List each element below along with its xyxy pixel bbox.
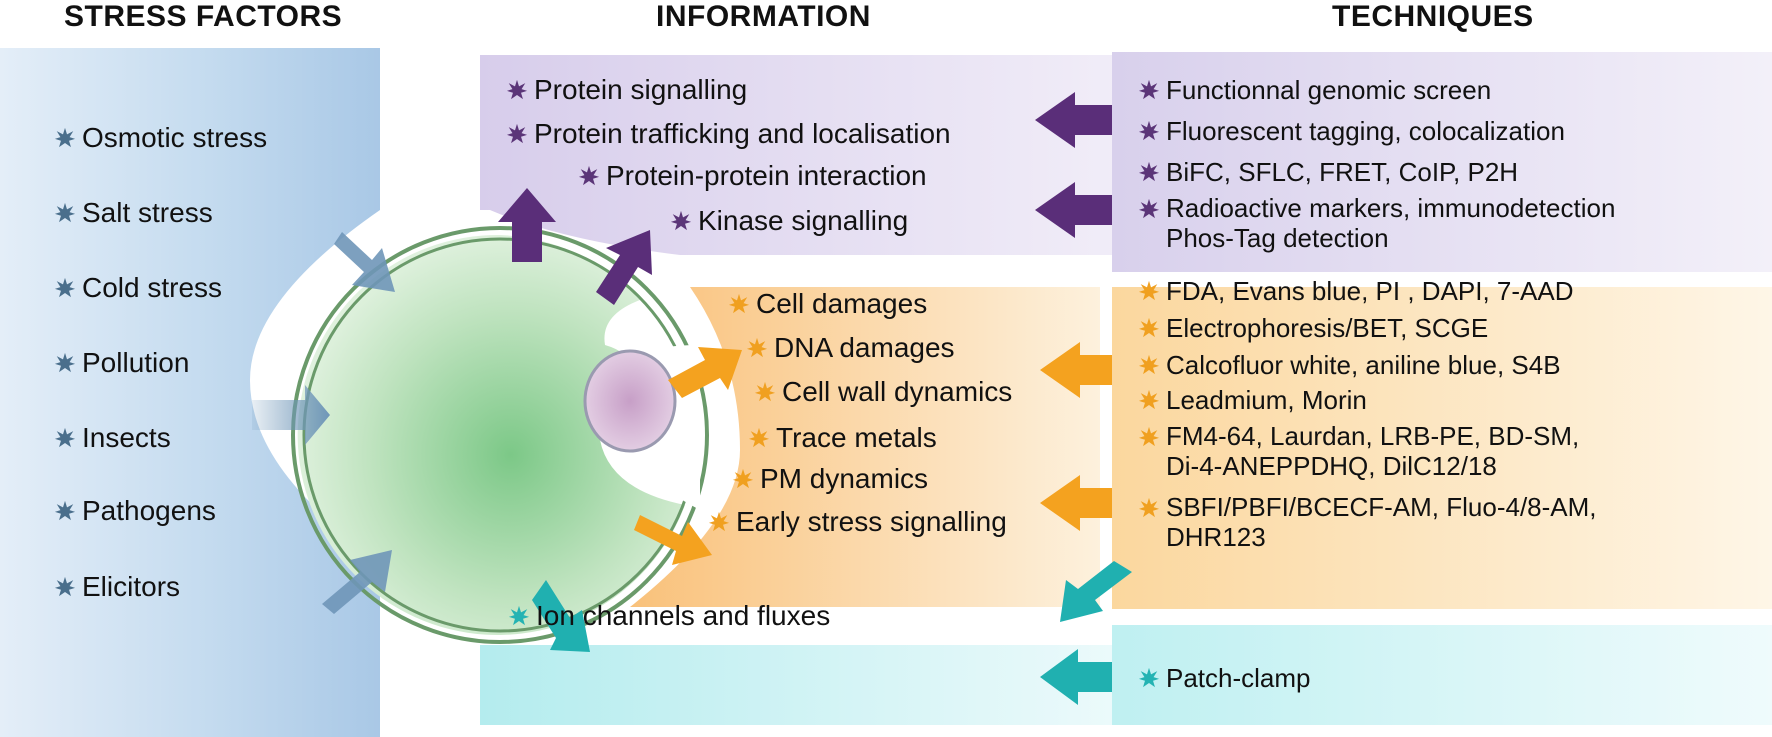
info-ion-channels: Ion channels and fluxes (508, 600, 830, 632)
technique-fda: FDA, Evans blue, PI , DAPI, 7-AAD (1138, 275, 1573, 307)
star-icon (746, 337, 768, 358)
stress-arrows (252, 232, 395, 614)
star-icon (54, 277, 76, 298)
star-icon (506, 79, 528, 100)
info-protein-trafficking: Protein trafficking and localisation (506, 118, 951, 150)
technique-fluorescent-tagging: Fluorescent tagging, colocalization (1138, 115, 1565, 147)
nucleus (583, 349, 677, 453)
orange-out-arrow-1 (668, 347, 742, 398)
star-icon (506, 123, 528, 144)
technique-panel-orange (1112, 287, 1772, 609)
star-icon (54, 202, 76, 223)
star-icon (754, 381, 776, 402)
purple-in-arrow-2 (1035, 182, 1112, 238)
purple-arrows (498, 92, 1112, 305)
star-icon (728, 293, 750, 314)
purple-out-arrow-2 (596, 230, 652, 305)
info-panel-orange (630, 287, 1100, 607)
teal-in-arrow-2 (1040, 649, 1112, 705)
technique-sbfi: SBFI/PBFI/BCECF-AM, Fluo-4/8-AM, DHR123 (1138, 492, 1597, 552)
heading-information: INFORMATION (656, 0, 871, 33)
stress-item-insects: Insects (54, 422, 171, 454)
star-icon (1138, 198, 1160, 219)
stress-panel (0, 48, 380, 737)
info-cell-damages: Cell damages (728, 288, 927, 320)
star-icon (508, 605, 530, 626)
star-icon (54, 576, 76, 597)
info-kinase-signalling: Kinase signalling (670, 205, 908, 237)
technique-radioactive-markers: Radioactive markers, immunodetection Pho… (1138, 193, 1615, 253)
star-icon (1138, 426, 1160, 447)
star-icon (1138, 497, 1160, 518)
info-panel-teal (480, 645, 1120, 725)
stress-item-cold: Cold stress (54, 272, 222, 304)
technique-panel-purple (1112, 52, 1772, 272)
star-icon (54, 127, 76, 148)
orange-arrows (634, 342, 1112, 565)
star-icon (578, 165, 600, 186)
technique-panel-teal (1112, 625, 1772, 725)
star-icon (54, 352, 76, 373)
technique-functional-genomic: Functionnal genomic screen (1138, 74, 1491, 106)
teal-out-arrow (532, 580, 590, 652)
cell (291, 226, 709, 644)
technique-patch-clamp: Patch-clamp (1138, 662, 1311, 694)
technique-leadmium: Leadmium, Morin (1138, 384, 1367, 416)
stress-item-osmotic: Osmotic stress (54, 122, 267, 154)
info-dna-damages: DNA damages (746, 332, 955, 364)
stress-item-pathogens: Pathogens (54, 495, 216, 527)
stress-arrow-2 (252, 385, 330, 445)
heading-techniques: TECHNIQUES (1332, 0, 1534, 33)
info-early-stress-signalling: Early stress signalling (708, 506, 1007, 538)
star-icon (1138, 317, 1160, 338)
stress-item-salt: Salt stress (54, 197, 213, 229)
star-icon (1138, 667, 1160, 688)
star-icon (54, 500, 76, 521)
star-icon (1138, 280, 1160, 301)
info-trace-metals: Trace metals (748, 422, 937, 454)
star-icon (732, 468, 754, 489)
orange-out-arrow-2 (634, 515, 712, 565)
cell-body (297, 234, 685, 635)
cell-membrane-outer (291, 226, 709, 644)
info-protein-signalling: Protein signalling (506, 74, 747, 106)
star-icon (54, 427, 76, 448)
purple-out-arrow-1 (498, 188, 556, 262)
teal-in-arrow-1 (1060, 561, 1132, 622)
stress-arrow-1 (334, 232, 395, 292)
teal-arrows (532, 561, 1132, 705)
info-cell-wall-dynamics: Cell wall dynamics (754, 376, 1012, 408)
stress-item-pollution: Pollution (54, 347, 189, 379)
info-pm-dynamics: PM dynamics (732, 463, 928, 495)
orange-in-arrow-1 (1040, 342, 1112, 398)
stress-arrow-3 (322, 550, 392, 614)
star-icon (708, 511, 730, 532)
orange-in-arrow-2 (1040, 475, 1112, 531)
star-icon (1138, 120, 1160, 141)
technique-electrophoresis: Electrophoresis/BET, SCGE (1138, 312, 1488, 344)
stress-item-elicitors: Elicitors (54, 571, 180, 603)
technique-calcofluor: Calcofluor white, aniline blue, S4B (1138, 349, 1561, 381)
star-icon (1138, 389, 1160, 410)
purple-in-arrow-1 (1035, 92, 1112, 148)
info-protein-protein: Protein-protein interaction (578, 160, 927, 192)
info-panel-purple (480, 55, 1120, 255)
star-icon (1138, 161, 1160, 182)
star-icon (748, 427, 770, 448)
technique-fm4-64: FM4-64, Laurdan, LRB-PE, BD-SM, Di-4-ANE… (1138, 421, 1579, 481)
star-icon (670, 210, 692, 231)
star-icon (1138, 79, 1160, 100)
heading-stress-factors: STRESS FACTORS (64, 0, 343, 33)
star-icon (1138, 354, 1160, 375)
technique-bifc: BiFC, SFLC, FRET, CoIP, P2H (1138, 156, 1518, 188)
